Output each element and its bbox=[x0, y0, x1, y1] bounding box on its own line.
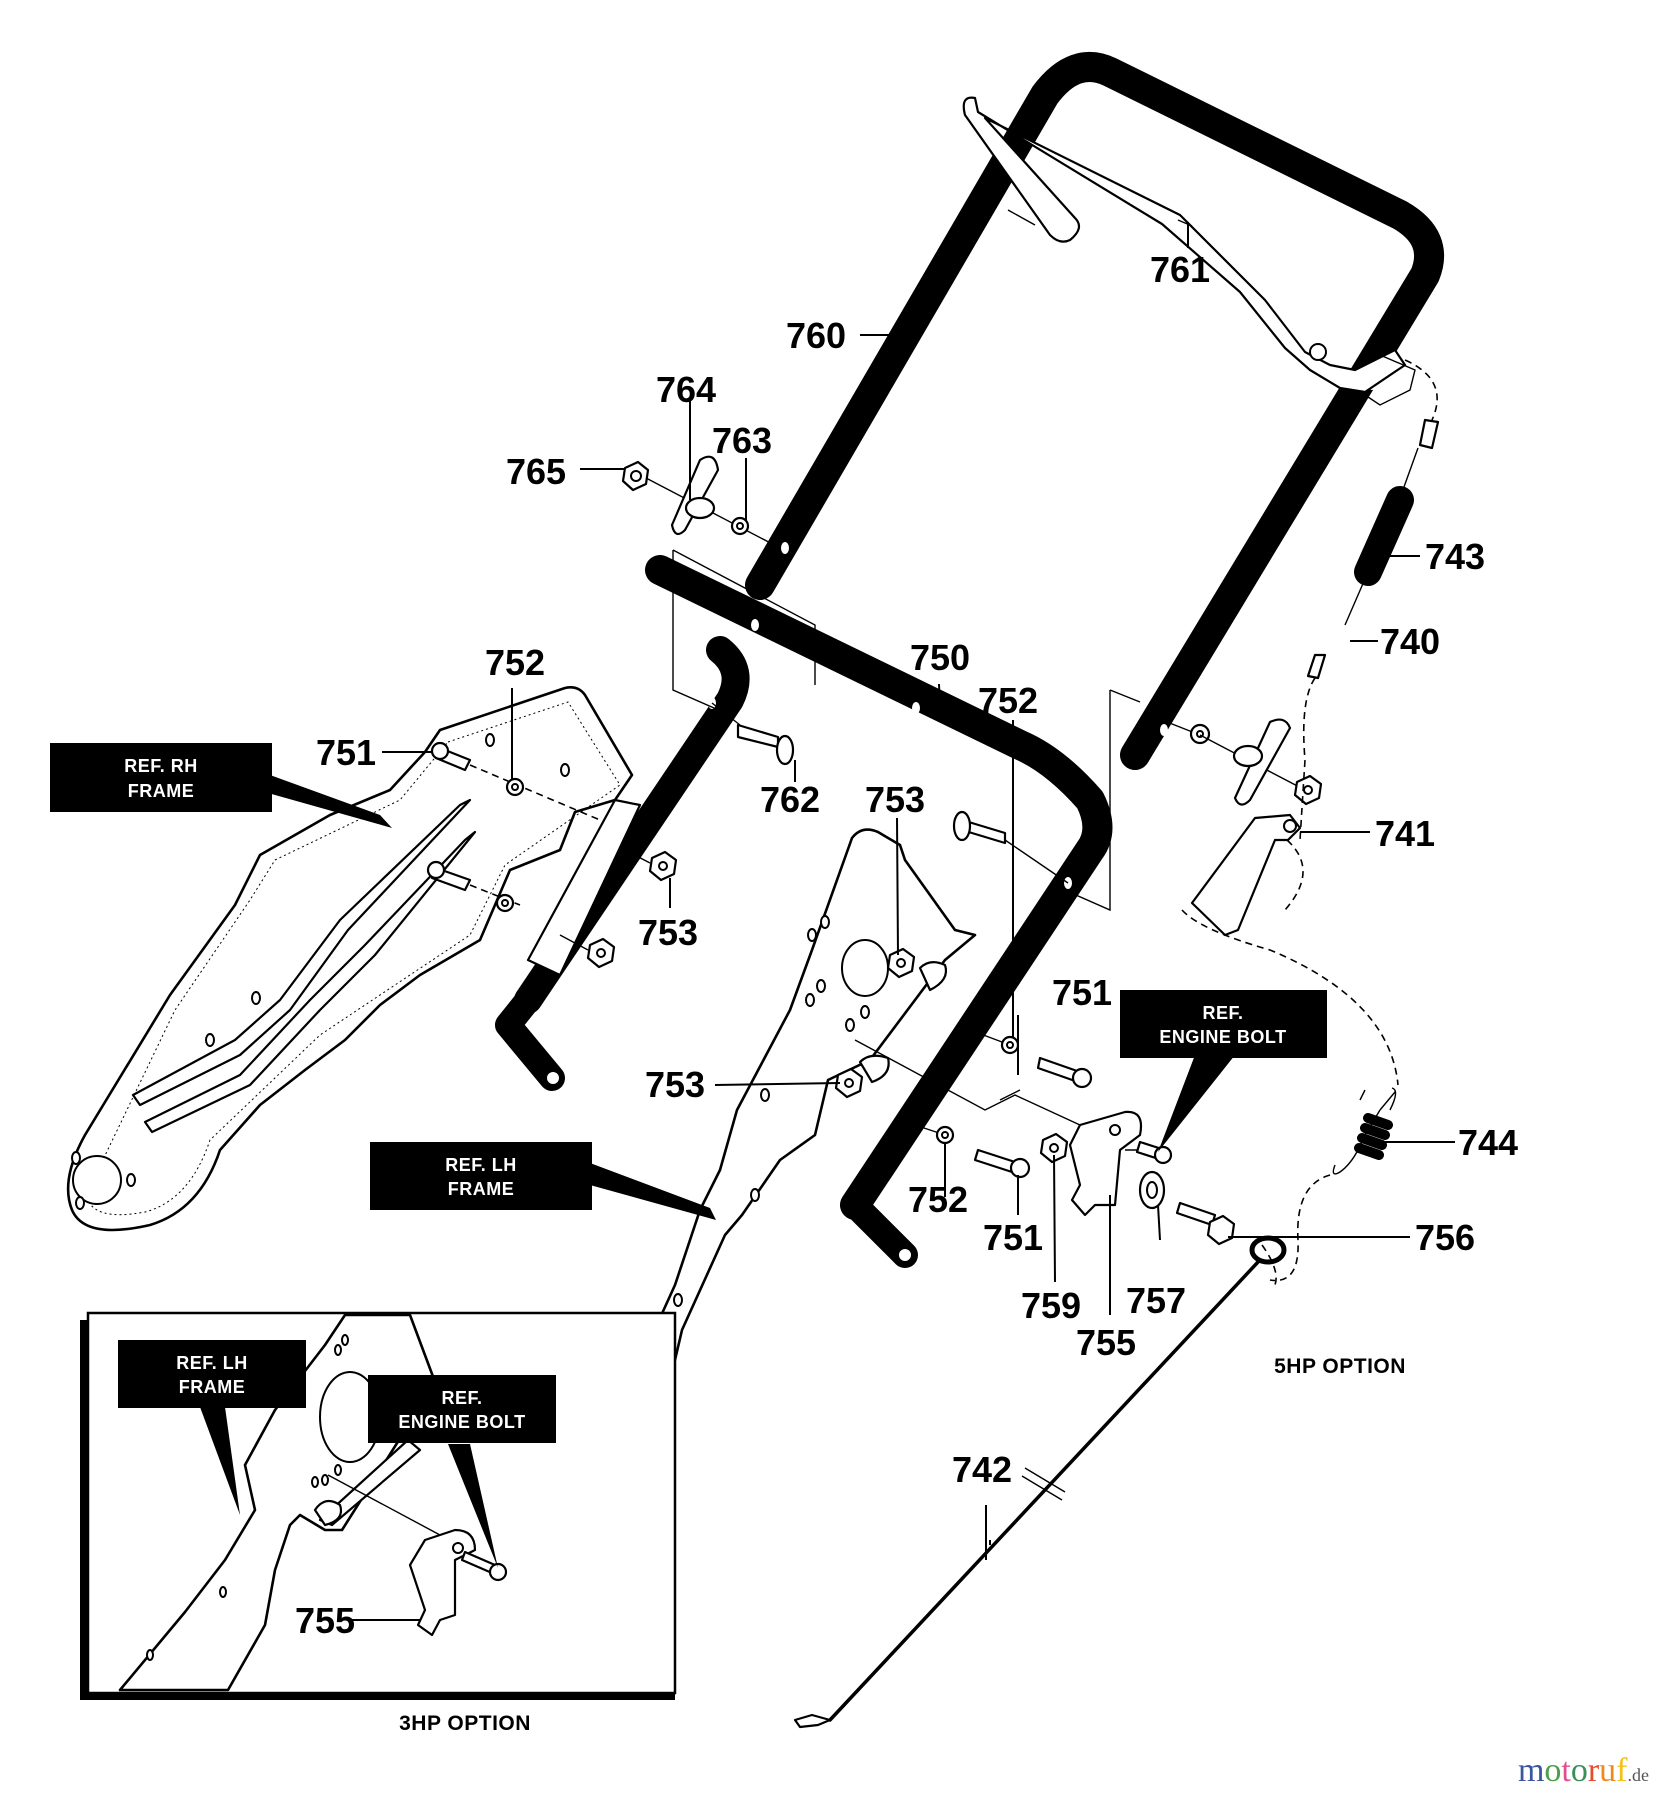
inset-callout-lh-frame-line2: FRAME bbox=[179, 1377, 246, 1397]
part-label-752-top: 752 bbox=[978, 680, 1038, 721]
logo-tld: .de bbox=[1627, 1765, 1650, 1785]
cable-routing bbox=[793, 359, 1440, 1729]
part-label-759: 759 bbox=[1021, 1285, 1081, 1326]
inset-callout-engine-bolt-line1: REF. bbox=[441, 1388, 482, 1408]
logo-letter: r bbox=[1587, 1752, 1600, 1789]
part-label-751-bottom: 751 bbox=[983, 1217, 1043, 1258]
part-label-757: 757 bbox=[1126, 1280, 1186, 1321]
callout-engine-bolt-line2: ENGINE BOLT bbox=[1159, 1027, 1286, 1047]
part-label-751-top: 751 bbox=[1052, 972, 1112, 1013]
part-label-741: 741 bbox=[1375, 813, 1435, 854]
rh-frame-plate bbox=[66, 686, 642, 1232]
callout-lh-frame: REF. LH FRAME bbox=[370, 1142, 716, 1220]
part-label-753-top: 753 bbox=[865, 779, 925, 820]
part-label-753-rh: 753 bbox=[638, 912, 698, 953]
part-label-756: 756 bbox=[1415, 1217, 1475, 1258]
part-label-755: 755 bbox=[1076, 1322, 1136, 1363]
logo-letter: t bbox=[1561, 1752, 1571, 1789]
part-label-760: 760 bbox=[786, 315, 846, 356]
callout-lh-frame-line1: REF. LH bbox=[445, 1155, 517, 1175]
logo-letter: o bbox=[1570, 1752, 1588, 1789]
logo-letter: m bbox=[1517, 1752, 1545, 1789]
callout-rh-frame: REF. RH FRAME bbox=[50, 743, 392, 828]
part-label-752-rh: 752 bbox=[485, 642, 545, 683]
control-bail-761 bbox=[962, 96, 1416, 406]
motoruf-watermark: motoruf.de bbox=[1518, 1752, 1649, 1790]
part-label-751-rh: 751 bbox=[316, 732, 376, 773]
part-label-761: 761 bbox=[1150, 249, 1210, 290]
part-labels: 760 761 764 763 765 743 740 750 752 752 … bbox=[316, 249, 1518, 1490]
part-label-753-lh: 753 bbox=[645, 1064, 705, 1105]
label-5hp-option: 5HP OPTION bbox=[1274, 1355, 1406, 1378]
lower-handle-750 bbox=[495, 555, 1113, 1268]
callout-engine-bolt-line1: REF. bbox=[1202, 1003, 1243, 1023]
inset-3hp-option: REF. LH FRAME REF. ENGINE BOLT 755 bbox=[80, 1311, 677, 1700]
lh-frame-plate bbox=[608, 828, 977, 1472]
callout-rh-frame-line1: REF. RH bbox=[124, 756, 198, 776]
logo-letter: f bbox=[1616, 1752, 1628, 1789]
logo-letter: o bbox=[1544, 1752, 1562, 1789]
part-label-763: 763 bbox=[712, 420, 772, 461]
part-label-755-inset: 755 bbox=[295, 1600, 355, 1641]
part-label-742: 742 bbox=[952, 1449, 1012, 1490]
part-label-762: 762 bbox=[760, 779, 820, 820]
part-label-744: 744 bbox=[1458, 1122, 1518, 1163]
inset-callout-lh-frame-line1: REF. LH bbox=[176, 1353, 248, 1373]
part-label-752-bottom: 752 bbox=[908, 1179, 968, 1220]
callout-lh-frame-line2: FRAME bbox=[448, 1179, 515, 1199]
part-label-764: 764 bbox=[656, 369, 716, 410]
callout-engine-bolt: REF. ENGINE BOLT bbox=[1120, 990, 1327, 1152]
label-3hp-option: 3HP OPTION bbox=[399, 1712, 531, 1735]
part-label-765: 765 bbox=[506, 451, 566, 492]
part-label-743: 743 bbox=[1425, 536, 1485, 577]
leader-lines bbox=[382, 222, 1455, 1560]
part-label-740: 740 bbox=[1380, 621, 1440, 662]
inset-callout-engine-bolt-line2: ENGINE BOLT bbox=[398, 1412, 525, 1432]
callout-rh-frame-line2: FRAME bbox=[128, 781, 195, 801]
part-label-750: 750 bbox=[910, 637, 970, 678]
logo-letter: u bbox=[1599, 1752, 1617, 1789]
fasteners bbox=[426, 455, 1397, 1246]
